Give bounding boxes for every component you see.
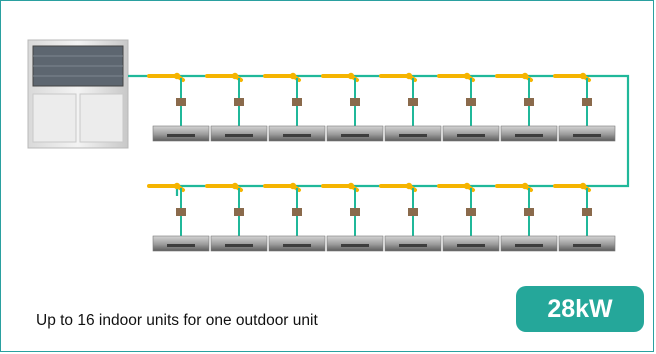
branch-joint-icon (321, 182, 359, 192)
valve-box-icon (350, 98, 360, 106)
outdoor-unit-icon (27, 39, 129, 149)
branch-joint-icon (437, 182, 475, 192)
indoor-row-1 (147, 72, 616, 142)
branch-joint-icon (495, 72, 533, 82)
caption-text: Up to 16 indoor units for one outdoor un… (36, 312, 318, 329)
valve-box-icon (350, 208, 360, 216)
indoor-unit-icon (268, 235, 326, 252)
valve-box-icon (524, 208, 534, 216)
branch-joint-icon (495, 182, 533, 192)
indoor-unit-icon (210, 235, 268, 252)
branch-joint-icon (553, 182, 591, 192)
branch-joint-icon (205, 72, 243, 82)
branch-joint-icon (379, 72, 417, 82)
valve-box-icon (582, 98, 592, 106)
indoor-unit-icon (442, 125, 500, 142)
capacity-badge: 28kW (516, 286, 644, 332)
indoor-unit-icon (326, 235, 384, 252)
branch-joint-icon (147, 182, 185, 192)
valve-box-icon (582, 208, 592, 216)
branch-joint-icon (263, 182, 301, 192)
indoor-unit-icon (384, 125, 442, 142)
valve-box-icon (408, 208, 418, 216)
branch-joint-icon (205, 182, 243, 192)
indoor-unit-icon (152, 235, 210, 252)
indoor-unit-icon (384, 235, 442, 252)
branch-joint-icon (437, 72, 475, 82)
branch-joint-icon (147, 72, 185, 82)
indoor-row-2 (147, 182, 616, 252)
indoor-unit-icon (558, 125, 616, 142)
valve-box-icon (466, 98, 476, 106)
branch-joint-icon (263, 72, 301, 82)
valve-box-icon (234, 208, 244, 216)
indoor-unit-icon (210, 125, 268, 142)
valve-box-icon (292, 208, 302, 216)
valve-box-icon (524, 98, 534, 106)
valve-box-icon (176, 208, 186, 216)
branch-joint-icon (379, 182, 417, 192)
indoor-unit-icon (558, 235, 616, 252)
indoor-unit-icon (268, 125, 326, 142)
branch-joint-icon (321, 72, 359, 82)
indoor-unit-icon (152, 125, 210, 142)
indoor-unit-icon (326, 125, 384, 142)
branch-joint-icon (553, 72, 591, 82)
valve-box-icon (176, 98, 186, 106)
indoor-unit-icon (500, 125, 558, 142)
valve-box-icon (234, 98, 244, 106)
valve-box-icon (466, 208, 476, 216)
indoor-unit-icon (442, 235, 500, 252)
valve-box-icon (292, 98, 302, 106)
indoor-unit-icon (500, 235, 558, 252)
valve-box-icon (408, 98, 418, 106)
